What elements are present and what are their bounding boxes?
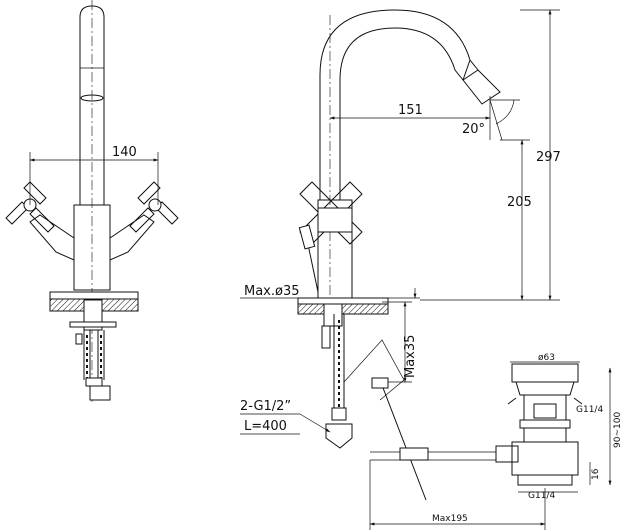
hose-fitting-icon: [89, 385, 111, 401]
spout-angle-label: 20°: [462, 122, 485, 137]
waste-length-label: Max195: [432, 514, 468, 524]
waste-height-label: 90~100: [613, 412, 623, 448]
pop-up-waste: ø63 G11/4 90~100 16 G11/4 Max195: [369, 353, 623, 530]
front-spout-body: [79, 5, 105, 206]
hose-length-label: L=400: [244, 419, 287, 434]
max-deck-label: Max35: [403, 335, 418, 378]
waste-thread-top-label: G11/4: [576, 405, 603, 415]
right-cross-handle: [129, 181, 179, 233]
front-width-label: 140: [112, 145, 137, 160]
spout-tip: [462, 69, 501, 105]
waste-diameter-label: ø63: [538, 353, 555, 363]
spout-height-label: 205: [507, 195, 532, 210]
hose-valve-icon: [325, 423, 353, 449]
side-view: 151 20° Max.ø35 205 297: [240, 9, 561, 501]
spout-outer: [319, 9, 479, 200]
side-deck-section: [297, 303, 389, 315]
front-view: 140: [5, 0, 179, 402]
waste-thread-bottom-label: G11/4: [528, 491, 555, 501]
spout-reach-label: 151: [398, 103, 423, 118]
waste-flange: [511, 363, 579, 383]
side-cross-handle: [299, 181, 363, 245]
hose-thread-label: 2-G1/2”: [240, 399, 291, 414]
max-hole-label: Max.ø35: [244, 284, 300, 299]
waste-16-label: 16: [591, 468, 601, 480]
total-height-label: 297: [536, 150, 561, 165]
